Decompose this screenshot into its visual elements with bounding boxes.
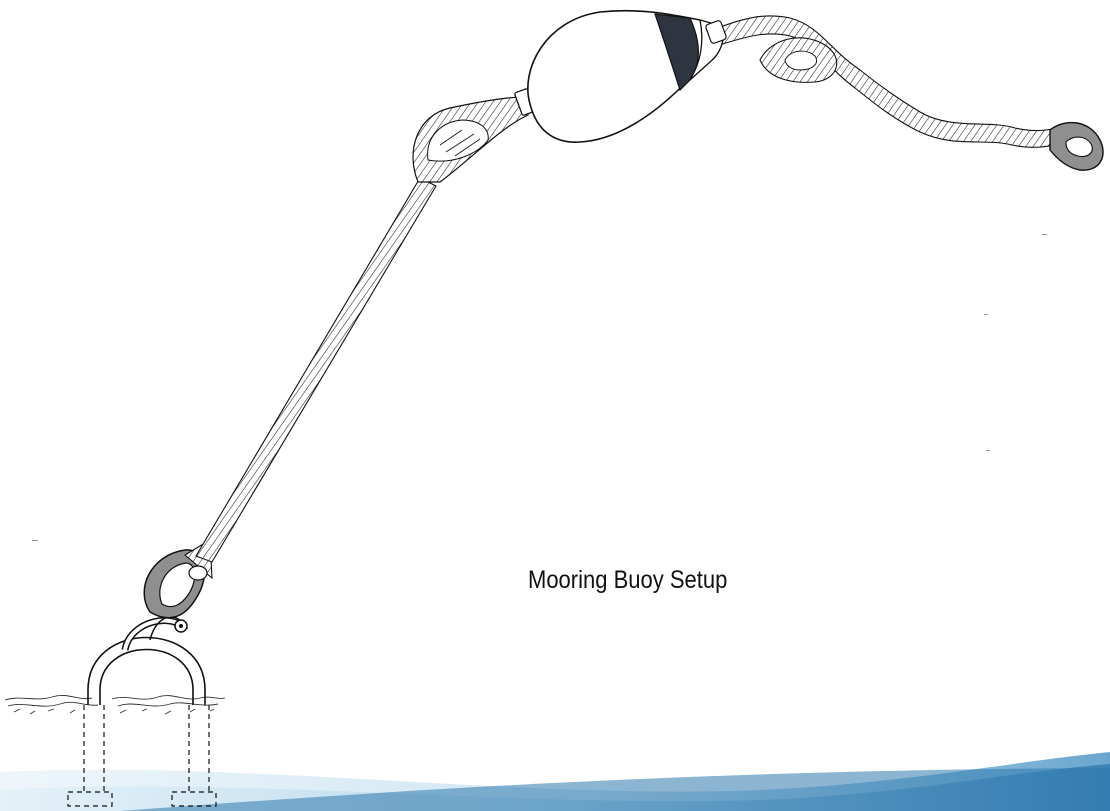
specks (32, 234, 1047, 541)
buoy-icon (514, 11, 727, 142)
wave-footer-icon (0, 752, 1110, 811)
end-eye-splice-icon (1050, 123, 1103, 171)
seabed-icon (5, 695, 225, 714)
diagram-caption: Mooring Buoy Setup (528, 566, 727, 595)
